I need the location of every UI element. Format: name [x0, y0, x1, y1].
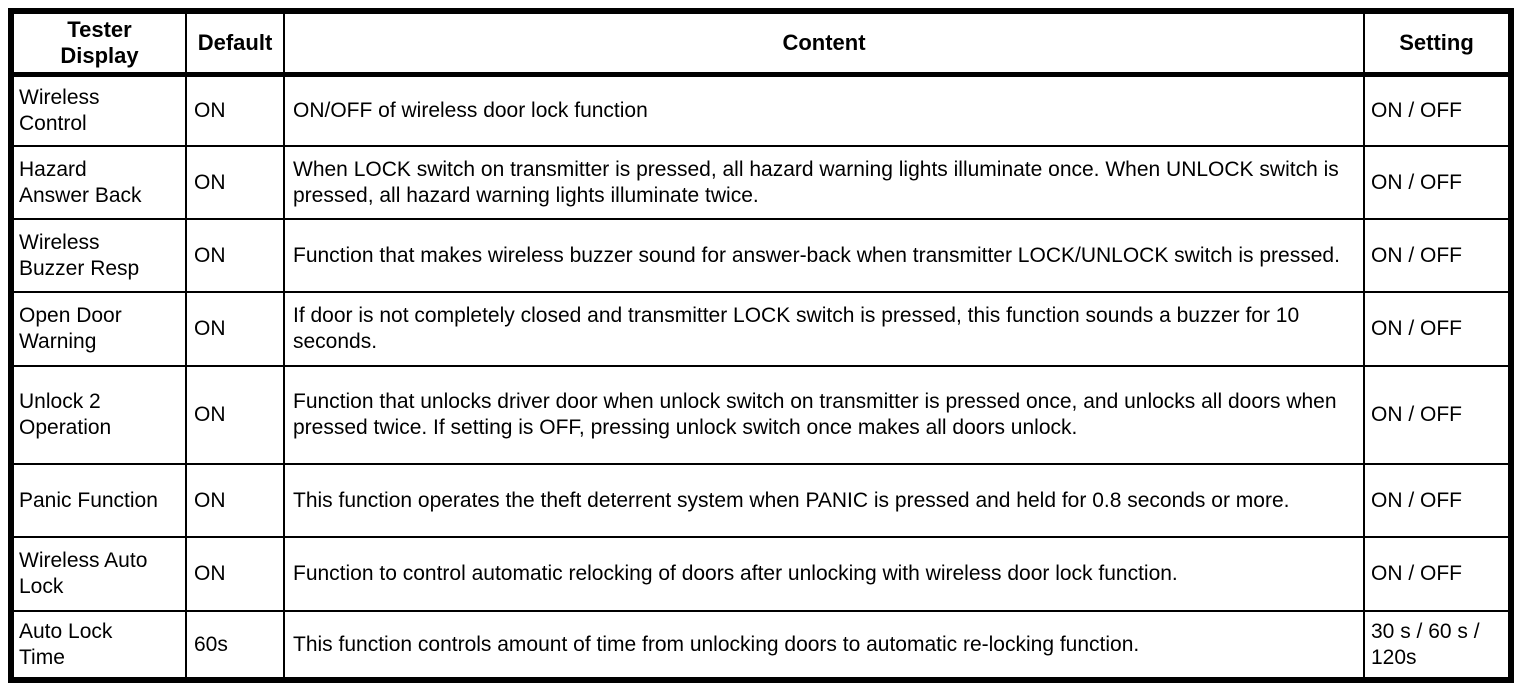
cell-content: Function that unlocks driver door when u…	[283, 365, 1365, 465]
cell-content: This function operates the theft deterre…	[283, 463, 1365, 538]
cell-default: ON	[185, 218, 285, 293]
cell-tester-display: Hazard Answer Back	[10, 145, 187, 220]
header-row: Tester Display Default Content Setting	[10, 10, 1512, 77]
cell-content: This function controls amount of time fr…	[283, 610, 1365, 681]
cell-content: Function that makes wireless buzzer soun…	[283, 218, 1365, 293]
cell-tester-display: Auto Lock Time	[10, 610, 187, 681]
cell-default: ON	[185, 365, 285, 465]
cell-tester-display: Panic Function	[10, 463, 187, 538]
cell-tester-display: Wireless Buzzer Resp	[10, 218, 187, 293]
col-header-content: Content	[283, 10, 1365, 77]
cell-default: ON	[185, 145, 285, 220]
cell-setting: ON / OFF	[1363, 145, 1512, 220]
col-header-tester-display: Tester Display	[10, 10, 187, 77]
cell-setting: ON / OFF	[1363, 73, 1512, 147]
cell-setting: ON / OFF	[1363, 218, 1512, 293]
cell-setting: ON / OFF	[1363, 536, 1512, 612]
cell-content: Function to control automatic relocking …	[283, 536, 1365, 612]
cell-content: If door is not completely closed and tra…	[283, 291, 1365, 367]
cell-setting: 30 s / 60 s / 120s	[1363, 610, 1512, 681]
cell-default: ON	[185, 73, 285, 147]
cell-setting: ON / OFF	[1363, 291, 1512, 367]
cell-default: ON	[185, 536, 285, 612]
cell-setting: ON / OFF	[1363, 463, 1512, 538]
col-header-setting: Setting	[1363, 10, 1512, 77]
table-header: Tester Display Default Content Setting	[10, 10, 1512, 77]
cell-tester-display: Wireless Auto Lock	[10, 536, 187, 612]
col-header-default: Default	[185, 10, 285, 77]
cell-default: 60s	[185, 610, 285, 681]
wireless-door-lock-customization-table: Tester Display Default Content Setting W…	[8, 8, 1514, 683]
cell-tester-display: Open Door Warning	[10, 291, 187, 367]
cell-setting: ON / OFF	[1363, 365, 1512, 465]
cell-tester-display: Wireless Control	[10, 73, 187, 147]
cell-default: ON	[185, 463, 285, 538]
cell-content: ON/OFF of wireless door lock function	[283, 73, 1365, 147]
cell-content: When LOCK switch on transmitter is press…	[283, 145, 1365, 220]
cell-tester-display: Unlock 2 Operation	[10, 365, 187, 465]
cell-default: ON	[185, 291, 285, 367]
